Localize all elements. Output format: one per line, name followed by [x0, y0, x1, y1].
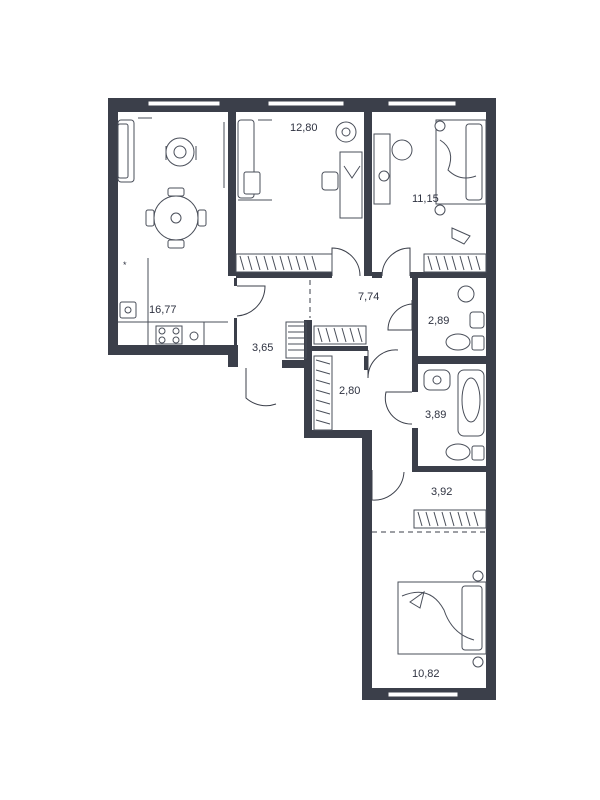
service-furniture	[285, 285, 487, 529]
room-area-label: 11,15	[412, 193, 439, 205]
walls	[108, 98, 496, 700]
room-area-label: 2,80	[339, 385, 360, 397]
svg-text:*: *	[123, 260, 127, 270]
room-12-80-furniture	[235, 119, 363, 273]
room-area-label: 3,89	[425, 409, 446, 421]
room-area-label: 3,65	[252, 342, 273, 354]
kitchen-furniture: *	[117, 117, 228, 345]
room-labels: 16,77 12,80 11,15 7,74 3,65 2,89 2,80 3,…	[149, 122, 452, 680]
room-area-label: 12,80	[290, 122, 318, 134]
windows	[147, 100, 459, 698]
doors	[236, 247, 486, 533]
bedroom-bottom-furniture	[397, 570, 487, 668]
room-area-label: 10,82	[412, 668, 440, 680]
room-area-label: 7,74	[358, 291, 379, 303]
room-area-label: 16,77	[149, 304, 177, 316]
room-area-label: 2,89	[428, 315, 449, 327]
room-area-label: 3,92	[431, 486, 452, 498]
room-11-15-furniture	[373, 119, 487, 273]
